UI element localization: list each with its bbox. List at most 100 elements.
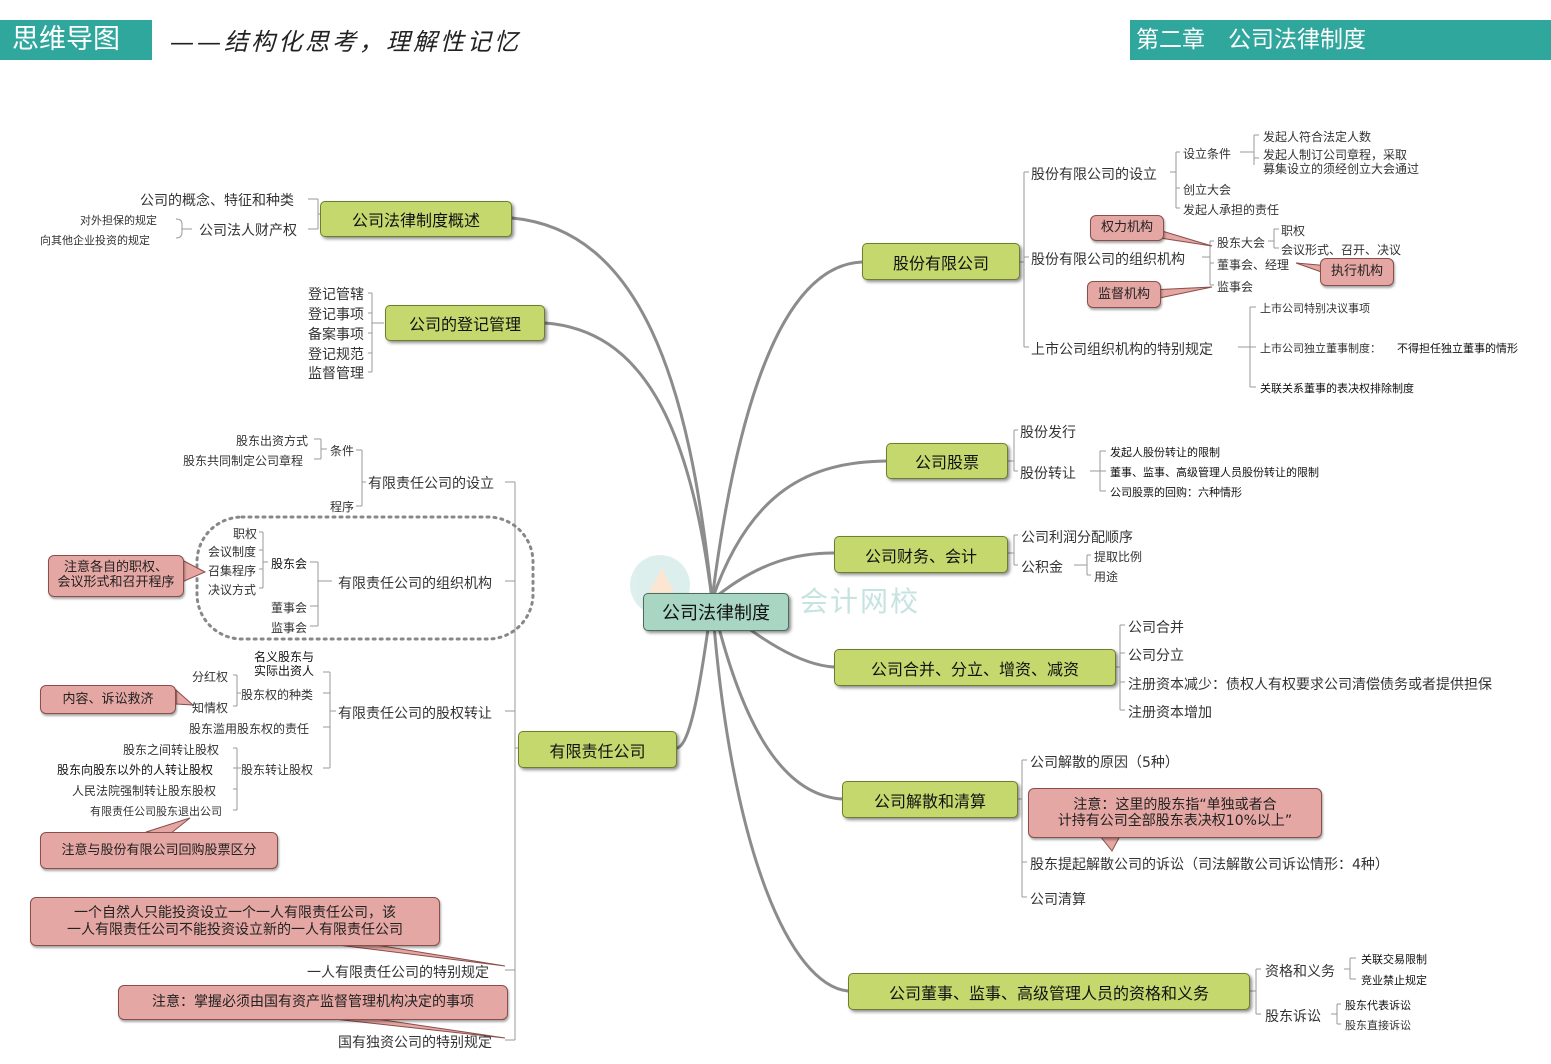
jsc-conditions: 设立条件 — [1183, 147, 1232, 161]
llc-right-item: 分红权 — [192, 670, 229, 684]
note-one-person: 一个自然人只能投资设立一个一人有限责任公司，该 一人有限责任公司不能投资设立新的… — [30, 897, 440, 946]
merger-item: 公司分立 — [1128, 648, 1184, 664]
merger-item: 注册资本增加 — [1128, 705, 1212, 721]
node-merger[interactable]: 公司合并、分立、增资、减资 — [834, 649, 1116, 686]
node-overview[interactable]: 公司法律制度概述 — [320, 201, 512, 237]
llc-sm-item: 职权 — [233, 527, 258, 541]
llc-transfer: 有限责任公司的股权转让 — [338, 706, 492, 722]
llc-org: 有限责任公司的组织机构 — [338, 576, 492, 592]
note-rights: 内容、诉讼救济 — [40, 685, 176, 714]
branch-jsc — [710, 260, 864, 602]
registration-item: 登记管辖 — [308, 287, 364, 303]
note-state-owned: 注意：掌握必须由国有资产监督管理机构决定的事项 — [118, 985, 508, 1020]
jsc-listed-item: 上市公司独立董事制度： — [1260, 342, 1381, 355]
note-dissolution: 注意：这里的股东指“单独或者合 计持有公司全部股东表决权10%以上” — [1028, 788, 1322, 838]
jsc-liability: 发起人承担的责任 — [1183, 203, 1280, 217]
jsc-setup: 股份有限公司的设立 — [1031, 167, 1157, 183]
branch-dissolution — [710, 598, 844, 801]
officers-qual: 资格和义务 — [1265, 964, 1335, 980]
jsc-org: 股份有限公司的组织机构 — [1031, 252, 1185, 268]
llc-state-owned: 国有独资公司的特别规定 — [338, 1035, 492, 1051]
llc-transfer-item: 股东向股东以外的人转让股权 — [57, 763, 214, 777]
llc-transfer-item: 股东之间转让股权 — [123, 743, 220, 757]
registration-item: 备案事项 — [308, 327, 364, 343]
llc-right-types: 股东权的种类 — [241, 688, 314, 702]
registration-item: 监督管理 — [308, 366, 364, 382]
note-supervise: 监督机构 — [1087, 281, 1161, 308]
jsc-listed-extra: 不得担任独立董事的情形 — [1397, 342, 1518, 355]
officers-qual-item: 关联交易限制 — [1361, 953, 1427, 966]
jsc-founding-meeting: 创立大会 — [1183, 183, 1232, 197]
node-dissolution[interactable]: 公司解散和清算 — [842, 781, 1018, 818]
node-finance[interactable]: 公司财务、会计 — [834, 536, 1008, 573]
node-jsc[interactable]: 股份有限公司 — [862, 243, 1020, 280]
center-node[interactable]: 公司法律制度 — [643, 593, 789, 631]
llc-nominee: 名义股东与 实际出资人 — [254, 650, 315, 678]
overview-sub: 对外担保的规定 — [80, 214, 157, 227]
stock-transfer: 股份转让 — [1020, 466, 1076, 482]
org-highlight-loop — [195, 515, 535, 641]
llc-condition-item: 股东共同制定公司章程 — [183, 454, 304, 468]
overview-sub: 向其他企业投资的规定 — [40, 234, 150, 247]
node-stock[interactable]: 公司股票 — [886, 443, 1008, 479]
node-officers[interactable]: 公司董事、监事、高级管理人员的资格和义务 — [848, 973, 1250, 1010]
jsc-gm-item: 职权 — [1281, 224, 1306, 238]
slogan: ——结构化思考，理解性记忆 — [170, 28, 521, 56]
llc-sm-item: 召集程序 — [208, 564, 257, 578]
jsc-supervisors: 监事会 — [1217, 280, 1254, 294]
jsc-listed: 上市公司组织机构的特别规定 — [1031, 342, 1213, 358]
branch-registration — [543, 321, 714, 602]
finance-reserve: 公积金 — [1021, 560, 1063, 576]
stock-transfer-item: 公司股票的回购：六种情形 — [1110, 486, 1242, 499]
llc-sm-item: 决议方式 — [208, 583, 257, 597]
llc-condition-item: 股东出资方式 — [236, 434, 309, 448]
llc-transfer-item: 人民法院强制转让股东股权 — [72, 784, 217, 798]
finance-reserve-item: 提取比例 — [1094, 550, 1143, 564]
llc-setup-procedure: 程序 — [330, 500, 355, 514]
mind-map-badge: 思维导图 — [0, 20, 152, 60]
finance-profit: 公司利润分配顺序 — [1021, 530, 1133, 546]
dissolution-item: 公司清算 — [1030, 892, 1086, 908]
officers-qual-item: 竞业禁止规定 — [1361, 974, 1427, 987]
overview-item: 公司的概念、特征和种类 — [140, 193, 294, 209]
llc-setup-condition: 条件 — [330, 444, 355, 458]
jsc-board: 董事会、经理 — [1217, 258, 1290, 272]
officers-suit: 股东诉讼 — [1265, 1009, 1321, 1025]
chapter-title: 第二章 公司法律制度 — [1130, 20, 1551, 60]
jsc-condition-item: 发起人制订公司章程，采取 募集设立的须经创立大会通过 — [1263, 148, 1420, 176]
jsc-listed-item: 关联关系董事的表决权排除制度 — [1260, 382, 1414, 395]
llc-sm-item: 会议制度 — [208, 545, 257, 559]
node-registration[interactable]: 公司的登记管理 — [385, 305, 545, 341]
llc-shareholders-meeting: 股东会 — [271, 557, 308, 571]
jsc-listed-item: 上市公司特别决议事项 — [1260, 302, 1370, 315]
llc-one-person: 一人有限责任公司的特别规定 — [307, 965, 489, 981]
officers-suit-item: 股东直接诉讼 — [1345, 1019, 1411, 1032]
finance-reserve-item: 用途 — [1094, 570, 1119, 584]
registration-item: 登记事项 — [308, 307, 364, 323]
note-buyback: 注意与股份有限公司回购股票区分 — [40, 832, 278, 869]
llc-abuse: 股东滥用股东权的责任 — [189, 722, 310, 736]
note-power: 权力机构 — [1090, 215, 1164, 241]
llc-right-item: 知情权 — [192, 701, 229, 715]
llc-transfer-item: 有限责任公司股东退出公司 — [90, 805, 222, 818]
branch-stock — [710, 459, 888, 602]
llc-setup: 有限责任公司的设立 — [368, 476, 494, 492]
jsc-gm: 股东大会 — [1217, 236, 1266, 250]
stock-transfer-item: 董事、监事、高级管理人员股份转让的限制 — [1110, 466, 1319, 479]
merger-item: 公司合并 — [1128, 620, 1184, 636]
node-llc[interactable]: 有限责任公司 — [518, 731, 677, 768]
llc-board: 董事会 — [271, 601, 308, 615]
stock-issue: 股份发行 — [1020, 425, 1076, 441]
merger-item: 注册资本减少：债权人有权要求公司清偿债务或者提供担保 — [1128, 677, 1492, 693]
branch-overview — [510, 216, 714, 602]
branch-officers — [710, 598, 850, 993]
jsc-gm-item: 会议形式、召开、决议 — [1281, 243, 1402, 257]
llc-supervisors: 监事会 — [271, 621, 308, 635]
officers-suit-item: 股东代表诉讼 — [1345, 999, 1411, 1012]
registration-item: 登记规范 — [308, 347, 364, 363]
watermark-text: 会计网校 — [800, 585, 921, 618]
overview-item: 公司法人财产权 — [199, 223, 297, 239]
branch-finance — [710, 551, 836, 602]
stock-transfer-item: 发起人股份转让的限制 — [1110, 446, 1220, 459]
llc-share-transfer: 股东转让股权 — [241, 763, 314, 777]
